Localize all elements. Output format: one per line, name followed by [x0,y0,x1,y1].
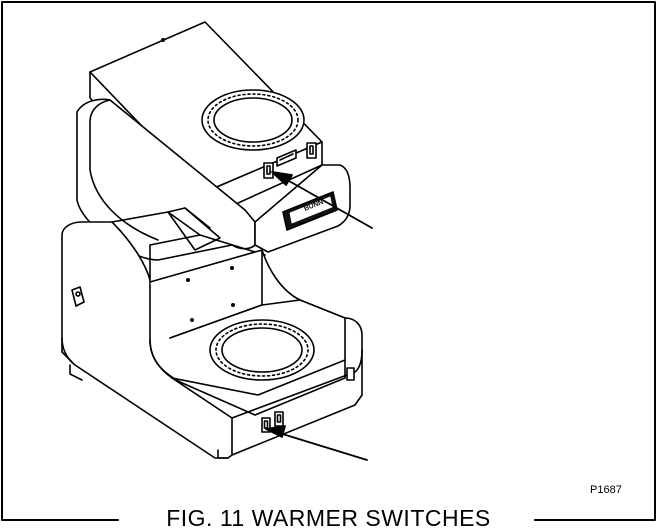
arrow-upper [271,171,373,229]
figure-caption: FIG. 11 WARMER SWITCHES [0,505,657,531]
upper-switch-right [306,142,317,159]
border-frame [1,1,656,521]
brewer-base [61,211,363,459]
top-warmer-ring [201,89,305,151]
lower-warmer-switch [261,417,271,433]
figure-caption-text: FIG. 11 WARMER SWITCHES [156,505,501,531]
lower-switch-right [274,411,284,427]
arrow-lower [265,425,368,461]
figure-code: P1687 [590,484,622,496]
lower-warmer-ring [209,319,315,381]
side-switch [346,367,355,381]
upper-warmer-switch [263,162,274,179]
